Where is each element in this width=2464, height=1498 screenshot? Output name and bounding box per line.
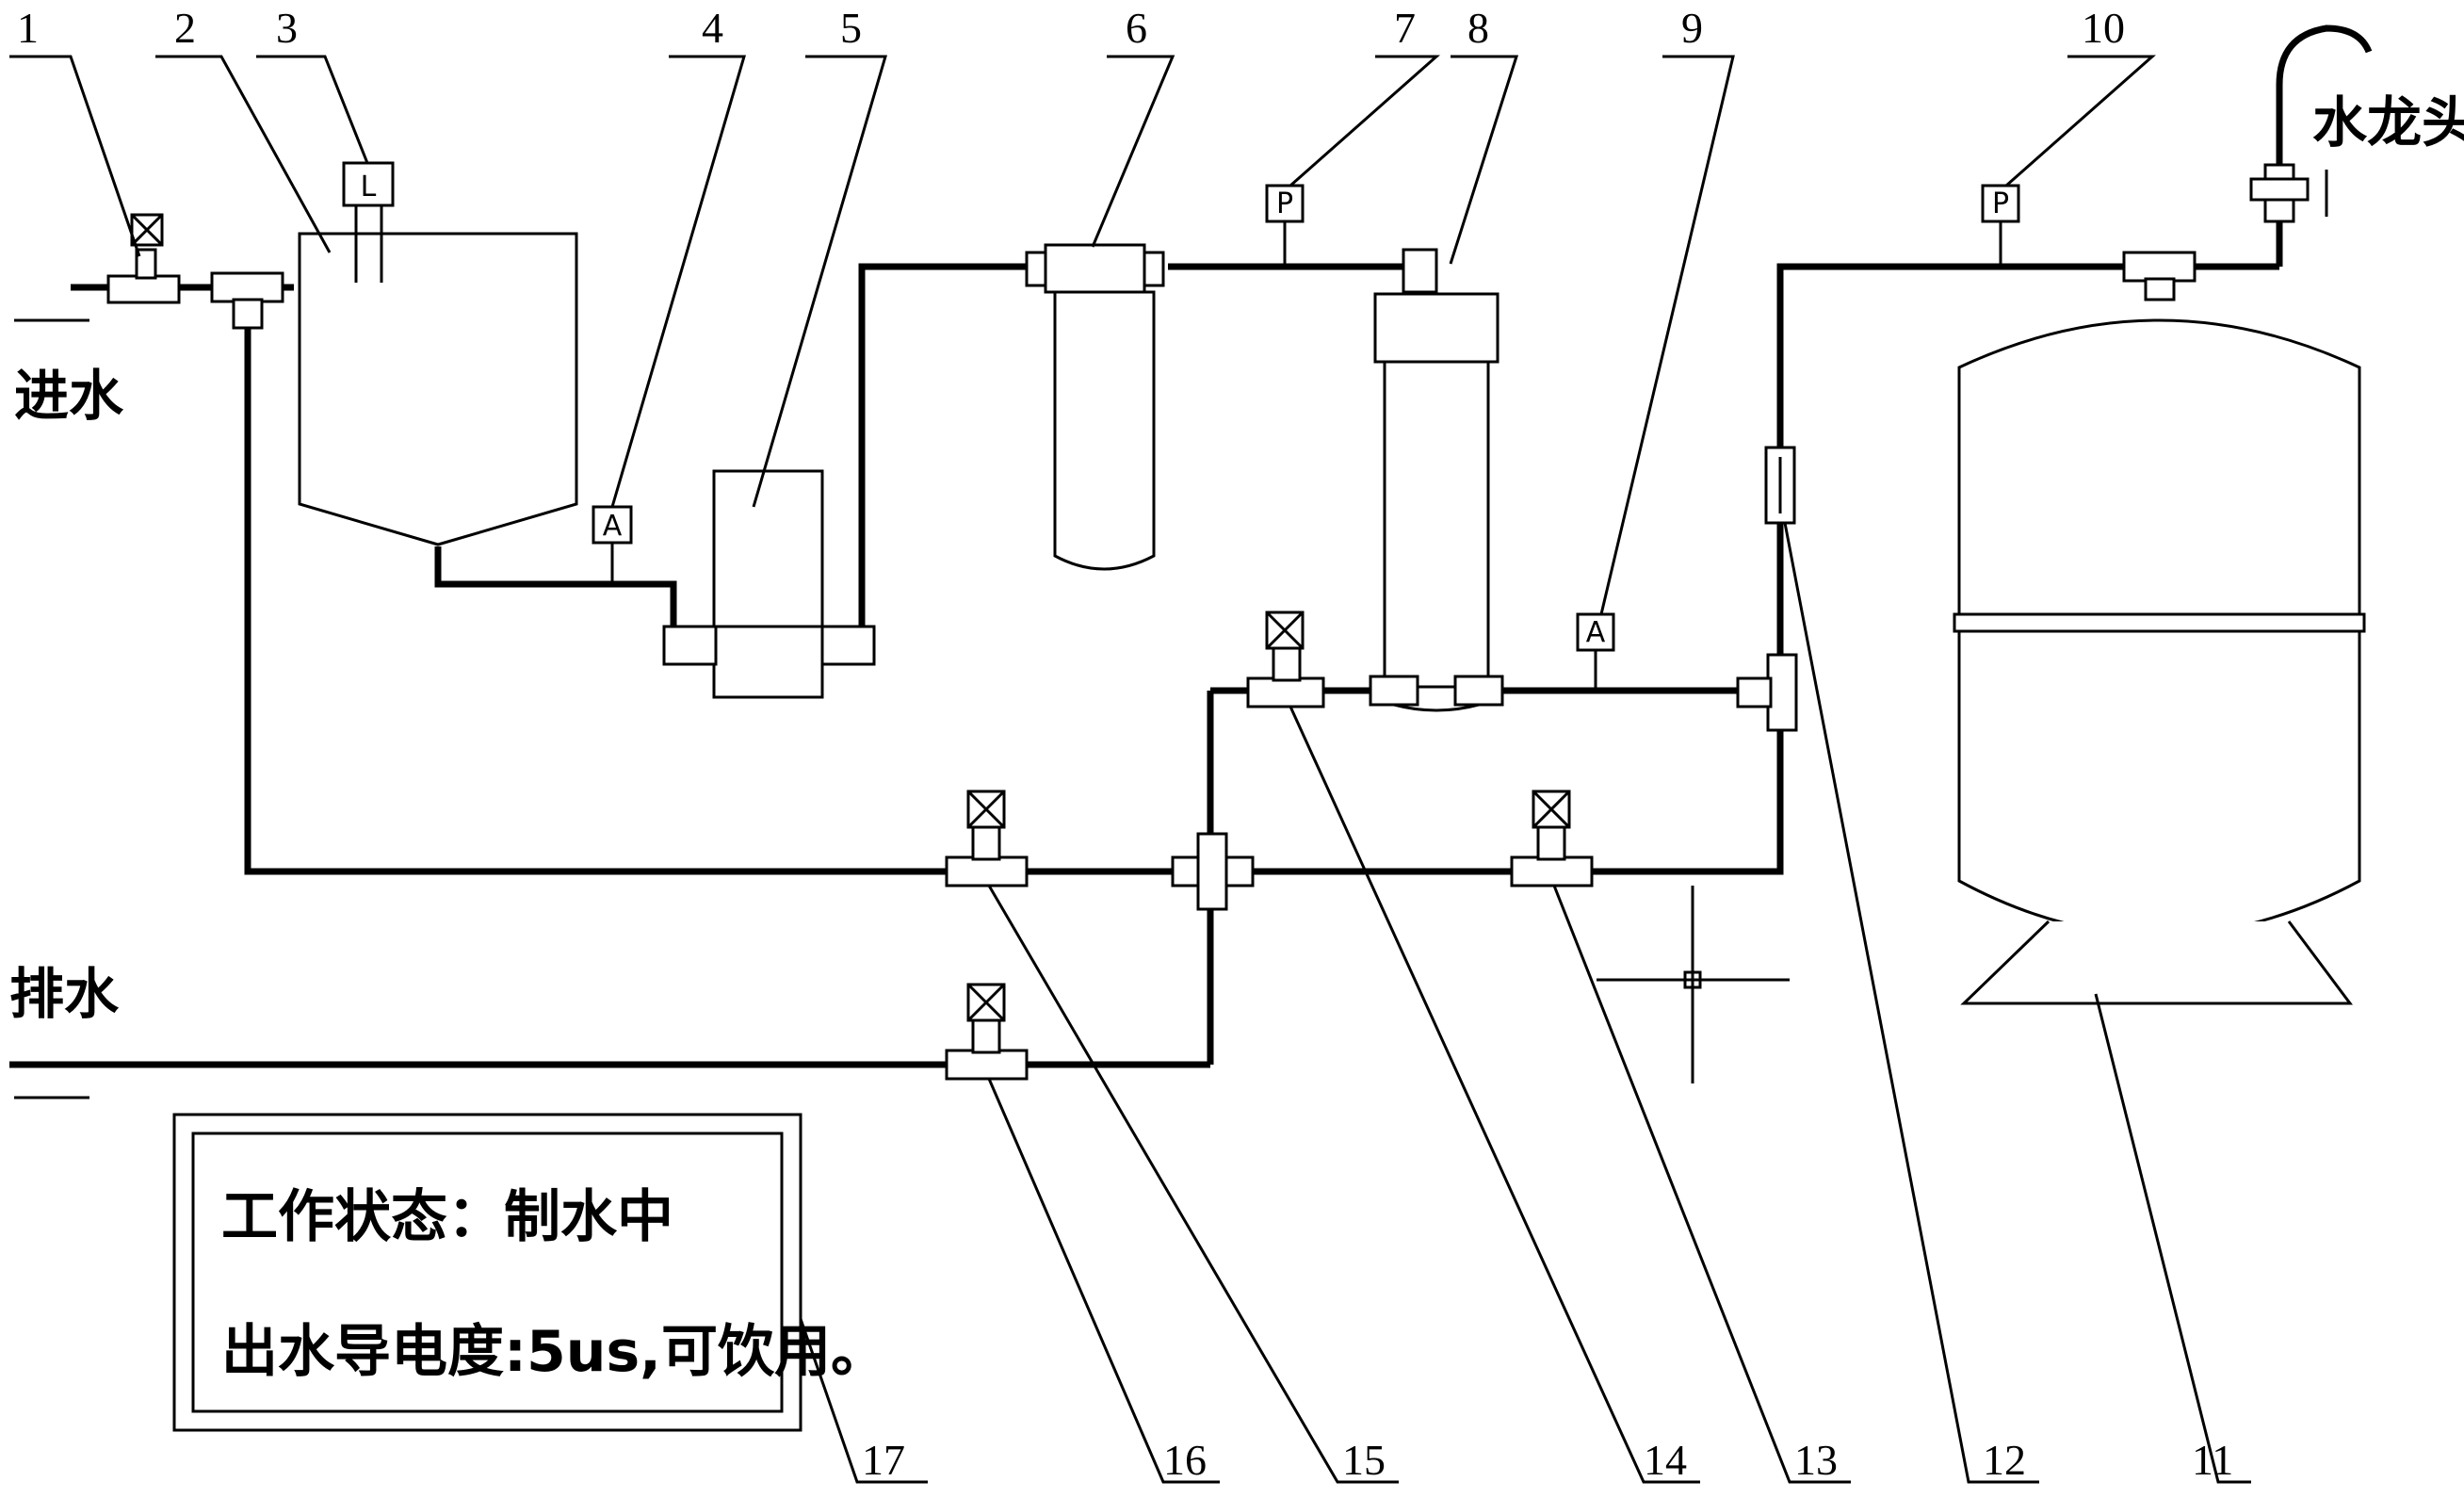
solenoid-valve-15	[945, 790, 1029, 887]
crosshair-mark	[1597, 886, 1790, 1083]
tank-top-tee	[2122, 251, 2197, 301]
callout-13: 13	[1794, 1436, 1838, 1484]
callout-4: 4	[702, 4, 723, 52]
display-status-line: 工作状态：制水中	[221, 1184, 673, 1250]
level-gauge: L	[342, 161, 395, 283]
riser-tee	[1736, 653, 1798, 732]
svg-text:P: P	[1276, 187, 1293, 220]
pre-filter	[1025, 243, 1165, 571]
callout-6: 6	[1126, 4, 1147, 52]
label-drain: 排水	[9, 962, 120, 1026]
faucet	[2249, 24, 2373, 223]
callouts-bottom: 11 12 13 14 15 16 17	[799, 522, 2251, 1484]
pressure-gauge-2: P	[1981, 184, 2020, 267]
flush-valve-14	[1246, 611, 1325, 708]
callout-2: 2	[174, 4, 196, 52]
callouts-top: 1 2 3 4 5 6 7 8 9 10	[9, 4, 2156, 615]
svg-text:P: P	[1992, 187, 2009, 220]
callout-7: 7	[1394, 4, 1416, 52]
callout-15: 15	[1342, 1436, 1386, 1484]
booster-pump	[662, 469, 876, 699]
callout-8: 8	[1467, 4, 1489, 52]
ammeter-sensor-1: A	[592, 505, 633, 584]
inlet-valve	[106, 213, 181, 304]
cross-fitting	[1171, 832, 1255, 911]
svg-text:A: A	[1586, 616, 1606, 649]
callout-17: 17	[862, 1436, 905, 1484]
callout-1: 1	[17, 4, 39, 52]
callout-5: 5	[840, 4, 862, 52]
callout-16: 16	[1163, 1436, 1207, 1484]
callout-3: 3	[276, 4, 298, 52]
solenoid-valve-13	[1510, 790, 1594, 887]
flow-meter	[1764, 446, 1796, 525]
ro-membrane-housing	[1369, 248, 1504, 712]
ammeter-sensor-2: A	[1576, 612, 1615, 691]
drain-valve-16	[945, 983, 1029, 1081]
pressure-gauge-1: P	[1265, 184, 1305, 267]
side-labels: 进水 排水 水龙头	[9, 90, 2464, 1099]
callout-12: 12	[1983, 1436, 2026, 1484]
label-faucet: 水龙头	[2312, 90, 2464, 155]
svg-text:A: A	[603, 510, 623, 543]
label-water-inlet: 进水	[14, 364, 124, 428]
display-panel: 工作状态：制水中 出水导电度:5us,可饮用。	[172, 1113, 887, 1432]
callout-11: 11	[2192, 1436, 2233, 1484]
callout-10: 10	[2082, 4, 2125, 52]
display-conductivity-line: 出水导电度:5us,可饮用。	[221, 1319, 887, 1385]
raw-water-tank	[298, 232, 578, 546]
svg-text:L: L	[361, 171, 377, 204]
callout-14: 14	[1644, 1436, 1687, 1484]
storage-tank	[1953, 318, 2366, 1005]
inlet-tee	[210, 271, 284, 330]
callout-9: 9	[1681, 4, 1703, 52]
